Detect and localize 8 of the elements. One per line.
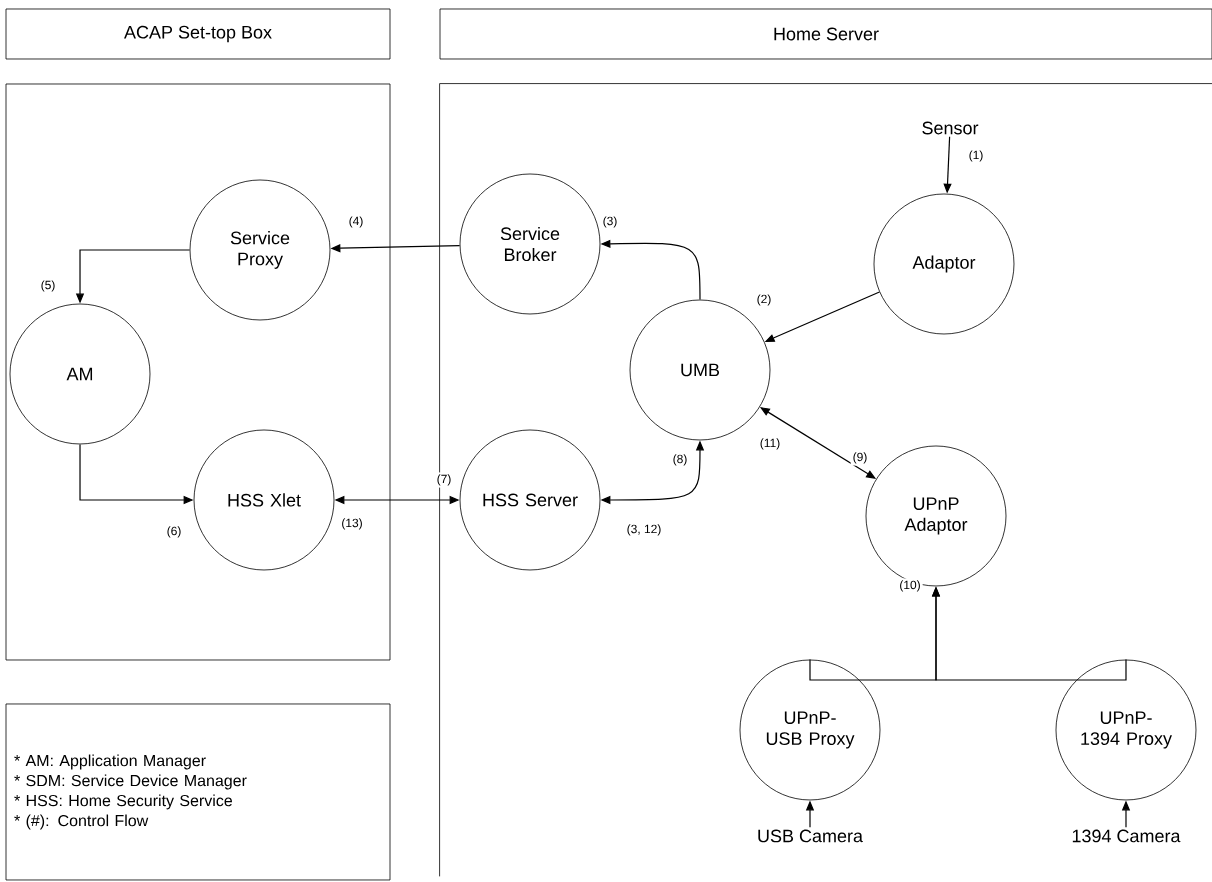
device-label: 1394 Camera (1072, 829, 1181, 843)
panel-box (5, 83, 391, 661)
header-box: Home Server (439, 8, 1212, 60)
device-label: Sensor (922, 121, 979, 135)
header-box: ACAP Set-top Box (5, 8, 391, 60)
legend-box: * AM: Application Manager * SDM: Service Device Manager * HSS: Home Security Service * (#): Control Flow (5, 703, 391, 881)
device-label: USB Camera (758, 829, 863, 843)
panel-box (439, 83, 1212, 877)
